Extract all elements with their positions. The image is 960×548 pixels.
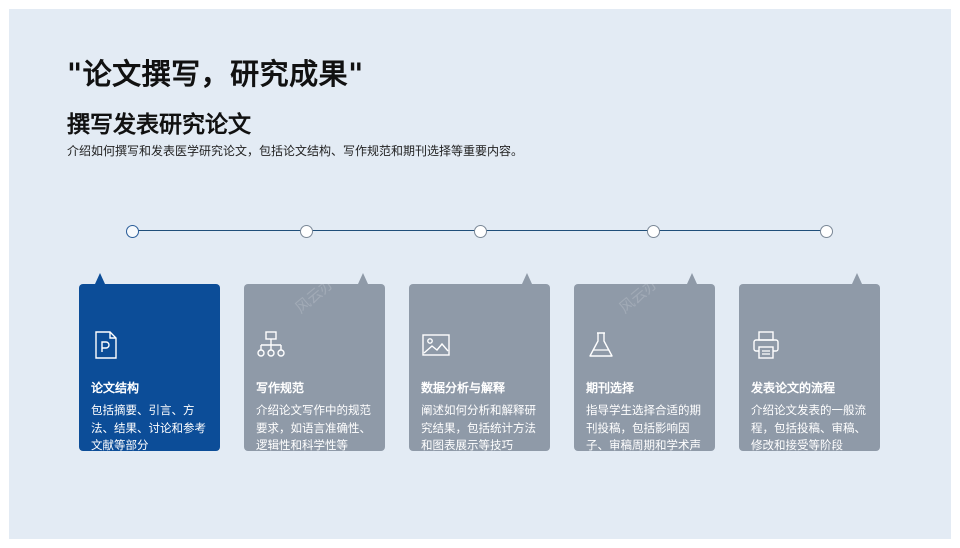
card-text: 阐述如何分析和解释研究结果，包括统计方法和图表展示等技巧 bbox=[421, 403, 536, 451]
document-p-icon bbox=[95, 331, 117, 359]
card-publication-process[interactable]: 发表论文的流程 介绍论文发表的一般流程，包括投稿、审稿、修改和接受等阶段 bbox=[739, 284, 880, 451]
card-pointer-3 bbox=[522, 273, 532, 284]
watermark-text: 风云办公 bbox=[615, 284, 674, 318]
slide-title: "论文撰写，研究成果" bbox=[67, 57, 364, 91]
card-title: 数据分析与解释 bbox=[421, 381, 506, 395]
card-title: 期刊选择 bbox=[586, 381, 635, 395]
printer-icon bbox=[753, 331, 779, 359]
watermark-text: 风云办公 bbox=[291, 284, 350, 318]
sitemap-icon bbox=[257, 331, 285, 357]
slide-description: 介绍如何撰写和发表医学研究论文，包括论文结构、写作规范和期刊选择等重要内容。 bbox=[67, 144, 524, 158]
card-title: 发表论文的流程 bbox=[751, 381, 836, 395]
card-text: 包括摘要、引言、方法、结果、讨论和参考文献等部分 bbox=[91, 403, 206, 451]
slide-subtitle: 撰写发表研究论文 bbox=[67, 112, 251, 138]
flask-icon bbox=[589, 332, 613, 357]
card-title: 写作规范 bbox=[256, 381, 305, 395]
timeline-dot-1[interactable] bbox=[126, 225, 139, 238]
card-title: 论文结构 bbox=[91, 381, 140, 395]
card-text: 介绍论文发表的一般流程，包括投稿、审稿、修改和接受等阶段 bbox=[751, 403, 866, 451]
slide: "论文撰写，研究成果" 撰写发表研究论文 介绍如何撰写和发表医学研究论文，包括论… bbox=[9, 9, 951, 539]
image-icon bbox=[422, 334, 450, 356]
card-pointer-5 bbox=[852, 273, 862, 284]
timeline-dot-2[interactable] bbox=[300, 225, 313, 238]
card-text: 介绍论文写作中的规范要求，如语言准确性、逻辑性和科学性等 bbox=[256, 403, 371, 451]
card-journal-selection[interactable]: 风云办公 期刊选择 指导学生选择合适的期刊投稿，包括影响因子、审稿周期和学术声誉… bbox=[574, 284, 715, 451]
card-writing-norms[interactable]: 风云办公 写作规范 介绍论文写作中的规范要求，如语言准确性、逻辑性和科学性等 bbox=[244, 284, 385, 451]
card-pointer-2 bbox=[358, 273, 368, 284]
card-text: 指导学生选择合适的期刊投稿，包括影响因子、审稿周期和学术声誉等因素 bbox=[586, 403, 701, 451]
timeline-dot-5[interactable] bbox=[820, 225, 833, 238]
card-pointer-4 bbox=[687, 273, 697, 284]
card-paper-structure[interactable]: 论文结构 包括摘要、引言、方法、结果、讨论和参考文献等部分 bbox=[79, 284, 220, 451]
timeline-dot-4[interactable] bbox=[647, 225, 660, 238]
card-pointer-1 bbox=[95, 273, 105, 284]
card-data-analysis[interactable]: 数据分析与解释 阐述如何分析和解释研究结果，包括统计方法和图表展示等技巧 bbox=[409, 284, 550, 451]
timeline-dot-3[interactable] bbox=[474, 225, 487, 238]
